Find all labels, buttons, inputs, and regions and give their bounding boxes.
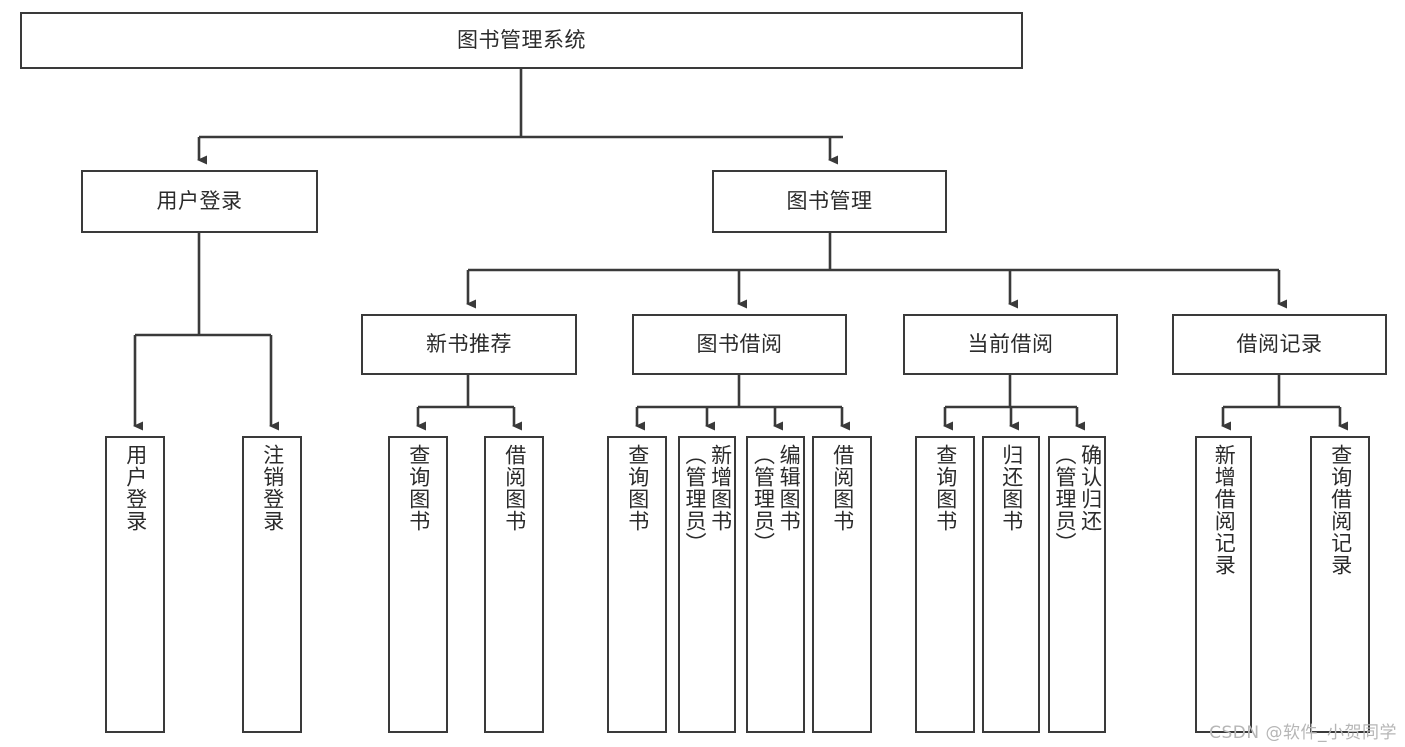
node-leaf-query-book-borrow-label: 查询图书: [625, 444, 650, 532]
node-leaf-add-book-admin[interactable]: 新增图书 （管理员）: [678, 436, 736, 733]
node-leaf-return-book[interactable]: 归还图书: [982, 436, 1040, 733]
node-leaf-borrow-book[interactable]: 借阅图书: [812, 436, 872, 733]
node-leaf-borrow-book-rec[interactable]: 借阅图书: [484, 436, 544, 733]
node-root[interactable]: 图书管理系统: [20, 12, 1023, 69]
node-leaf-query-book-rec-label: 查询图书: [406, 444, 431, 532]
node-book-manage[interactable]: 图书管理: [712, 170, 947, 233]
node-leaf-query-book-current[interactable]: 查询图书: [915, 436, 975, 733]
node-user-login-label: 用户登录: [156, 188, 243, 213]
node-leaf-logout-login-label: 注销登录: [260, 444, 285, 532]
node-borrow-record[interactable]: 借阅记录: [1172, 314, 1387, 375]
watermark-text: CSDN @软件_小贺同学: [1209, 723, 1397, 743]
node-user-login[interactable]: 用户登录: [81, 170, 318, 233]
node-leaf-confirm-return-admin[interactable]: 确认归还 （管理员）: [1048, 436, 1106, 733]
node-leaf-borrow-book-rec-label: 借阅图书: [502, 444, 527, 532]
node-leaf-query-borrow-record[interactable]: 查询借阅记录: [1310, 436, 1370, 733]
node-leaf-add-borrow-record-label: 新增借阅记录: [1212, 444, 1237, 576]
node-leaf-add-book-admin-label: 新增图书 （管理员）: [683, 444, 733, 554]
node-leaf-edit-book-admin[interactable]: 编辑图书 （管理员）: [746, 436, 805, 733]
node-new-book-recommend-label: 新书推荐: [426, 331, 512, 356]
node-leaf-add-borrow-record[interactable]: 新增借阅记录: [1195, 436, 1252, 733]
node-new-book-recommend[interactable]: 新书推荐: [361, 314, 577, 375]
node-leaf-return-book-label: 归还图书: [999, 444, 1024, 532]
node-current-borrow[interactable]: 当前借阅: [903, 314, 1118, 375]
node-leaf-borrow-book-label: 借阅图书: [830, 444, 855, 532]
node-book-borrow[interactable]: 图书借阅: [632, 314, 847, 375]
node-leaf-query-book-rec[interactable]: 查询图书: [388, 436, 448, 733]
node-borrow-record-label: 借阅记录: [1236, 331, 1323, 356]
node-root-label: 图书管理系统: [457, 27, 586, 52]
node-leaf-edit-book-admin-label: 编辑图书 （管理员）: [751, 444, 802, 554]
node-leaf-logout-login[interactable]: 注销登录: [242, 436, 302, 733]
node-current-borrow-label: 当前借阅: [967, 331, 1054, 356]
node-leaf-query-book-current-label: 查询图书: [933, 444, 958, 532]
node-leaf-user-login[interactable]: 用户登录: [105, 436, 165, 733]
node-book-borrow-label: 图书借阅: [696, 331, 783, 356]
node-leaf-user-login-label: 用户登录: [123, 444, 148, 532]
node-leaf-query-book-borrow[interactable]: 查询图书: [607, 436, 667, 733]
node-leaf-query-borrow-record-label: 查询借阅记录: [1328, 444, 1353, 576]
node-book-manage-label: 图书管理: [786, 188, 873, 213]
node-leaf-confirm-return-admin-label: 确认归还 （管理员）: [1053, 444, 1103, 554]
